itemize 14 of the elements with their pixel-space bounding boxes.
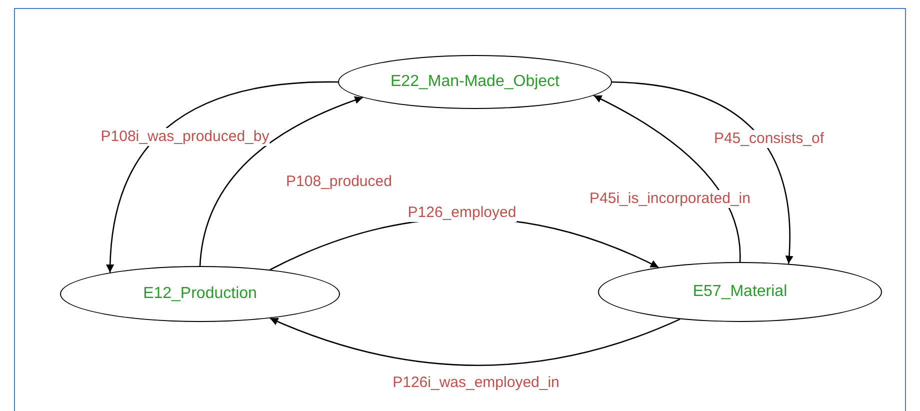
edge-label: P45i_is_incorporated_in — [588, 190, 752, 208]
entity-name: E57_Material — [692, 283, 788, 301]
edge-label: P108_produced — [285, 173, 393, 191]
arrow — [612, 81, 793, 264]
arrow — [270, 318, 680, 366]
edge-label: P45_consists_of — [712, 130, 826, 148]
entity-name: E22_Man-Made_Object — [390, 73, 560, 91]
edge-label: P126i_was_employed_in — [392, 374, 560, 392]
arrow — [199, 96, 363, 266]
arrow — [106, 81, 338, 273]
arrow — [593, 94, 741, 262]
entity-name: E12_Production — [143, 285, 257, 303]
edge-label: P108i_was_produced_by — [100, 128, 270, 146]
edge-label: P126_employed — [406, 204, 518, 222]
